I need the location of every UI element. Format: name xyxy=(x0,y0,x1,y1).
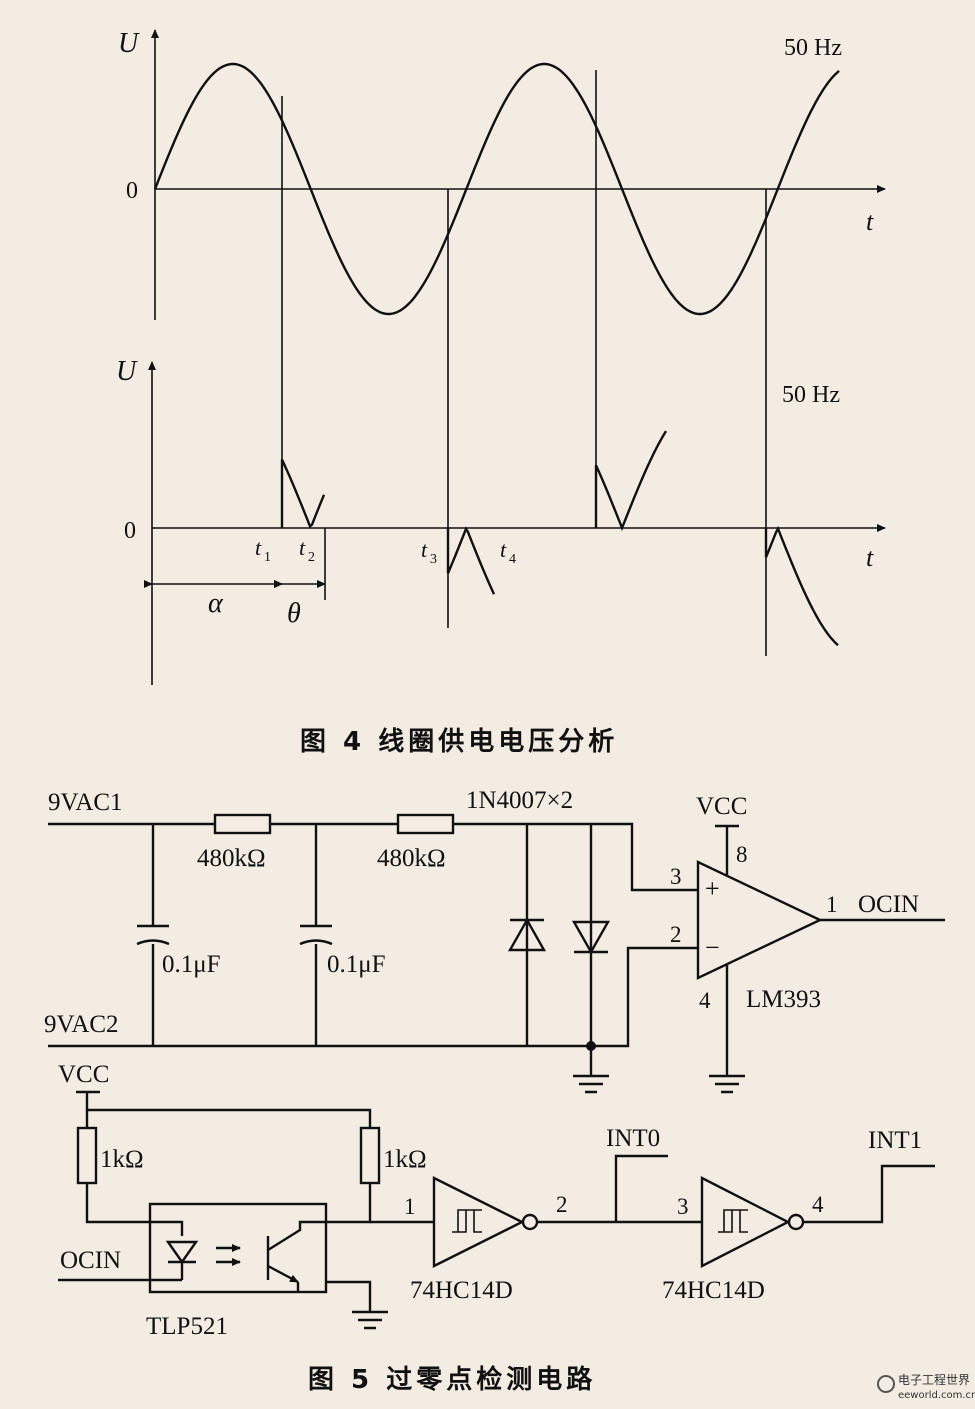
plus-sign: + xyxy=(705,874,720,903)
vac1-rail xyxy=(48,822,698,892)
capacitor-c2 xyxy=(299,824,333,1046)
resistor-r3 xyxy=(76,1126,98,1185)
pin3-label: 3 xyxy=(670,864,682,889)
t4-subscript: 4 xyxy=(509,552,516,567)
int1-label: INT1 xyxy=(868,1127,922,1154)
hysteresis-icon-1 xyxy=(452,1209,482,1233)
upper-x-axis-label: t xyxy=(866,207,874,236)
minus-sign: − xyxy=(705,933,720,962)
r2-label: 480kΩ xyxy=(377,845,446,872)
vcc-bottom-rail xyxy=(76,1090,372,1128)
gate1-input-pin: 1 xyxy=(404,1194,416,1219)
diodes-label: 1N4007×2 xyxy=(466,787,573,814)
pin2-label: 2 xyxy=(670,922,682,947)
inverter-bubble-1 xyxy=(521,1213,539,1231)
r4-label: 1kΩ xyxy=(383,1146,427,1173)
pin8-label: 8 xyxy=(736,842,748,867)
int1-wire xyxy=(803,1164,935,1224)
capacitor-c1 xyxy=(136,824,170,1046)
hysteresis-icon-2 xyxy=(718,1209,748,1233)
inverter-bubble-2 xyxy=(787,1213,805,1231)
sine-wave xyxy=(153,62,840,316)
lm393-label: LM393 xyxy=(746,986,821,1013)
gate2-output-pin: 4 xyxy=(812,1192,824,1217)
fig4-lower-graph: U t 0 50 Hz t 1 t 2 t 3 t 4 α θ xyxy=(116,356,886,685)
t2-label: t xyxy=(299,535,306,560)
theta-label: θ xyxy=(287,598,301,629)
ocin-output-label: OCIN xyxy=(858,891,919,918)
vcc-top-label: VCC xyxy=(696,793,747,820)
led-anode-wire xyxy=(85,1183,184,1236)
tlp521-optocoupler xyxy=(148,1202,328,1294)
lower-frequency-label: 50 Hz xyxy=(782,382,840,408)
fig4-upper-graph: U t 0 50 Hz xyxy=(118,28,886,656)
t1-subscript: 1 xyxy=(264,550,271,565)
schmitt-inverter-2 xyxy=(700,1176,791,1268)
lower-zero-label: 0 xyxy=(124,518,136,544)
resistor-r4 xyxy=(359,1126,381,1185)
c2-label: 0.1μF xyxy=(327,951,386,978)
gate2-input-pin: 3 xyxy=(677,1194,689,1219)
vac1-label: 9VAC1 xyxy=(48,789,123,816)
lower-x-axis-label: t xyxy=(866,543,874,572)
ground-symbol-1 xyxy=(573,1046,609,1094)
phototransistor xyxy=(266,1183,372,1292)
upper-zero-label: 0 xyxy=(126,178,138,204)
watermark-logo: 电子工程世界 eeworld.com.cn xyxy=(877,1372,975,1401)
r3-label: 1kΩ xyxy=(100,1146,144,1173)
figure4-caption: 图 4 线圈供电电压分析 xyxy=(300,727,618,757)
opto-led xyxy=(165,1240,199,1280)
tlp521-label: TLP521 xyxy=(146,1313,228,1340)
t3-subscript: 3 xyxy=(430,552,437,567)
pin4-label: 4 xyxy=(699,988,711,1013)
gate2-name: 74HC14D xyxy=(662,1277,765,1304)
ground-symbol-3 xyxy=(352,1310,388,1330)
c1-label: 0.1μF xyxy=(162,951,221,978)
watermark-icon xyxy=(877,1375,895,1393)
t2-subscript: 2 xyxy=(308,550,315,565)
gate1-output-pin: 2 xyxy=(556,1192,568,1217)
lm393-comparator xyxy=(696,860,823,980)
resistor-r1 xyxy=(213,813,272,835)
figure5-caption: 图 5 过零点检测电路 xyxy=(308,1364,596,1395)
output-pin-label: 1 xyxy=(826,892,838,917)
ground-symbol-2 xyxy=(709,1074,745,1094)
int0-tap xyxy=(614,1154,668,1222)
lower-y-axis-label: U xyxy=(116,356,138,387)
upper-frequency-label: 50 Hz xyxy=(784,35,842,61)
schmitt-inverter-1 xyxy=(432,1176,525,1268)
t1-label: t xyxy=(255,535,262,560)
vac2-label: 9VAC2 xyxy=(44,1011,119,1038)
t3-label: t xyxy=(421,537,428,562)
alpha-label: α xyxy=(208,588,224,619)
ocin-input-label: OCIN xyxy=(60,1247,121,1274)
vac2-rail xyxy=(48,946,698,1048)
emitter-ground-wire xyxy=(326,1280,372,1312)
upper-y-axis-label: U xyxy=(118,28,140,59)
fig5-comparator-circuit: 480kΩ 480kΩ 0.1μF 0.1μF 1N4007×2 xyxy=(44,787,945,1094)
diode-d1 xyxy=(507,824,547,1046)
watermark-line2: eeworld.com.cn xyxy=(898,1390,975,1401)
resistor-r2 xyxy=(396,813,455,835)
r1-label: 480kΩ xyxy=(197,845,266,872)
vcc-bottom-label: VCC xyxy=(58,1061,109,1088)
int0-label: INT0 xyxy=(606,1125,660,1152)
t4-label: t xyxy=(500,537,507,562)
fig5-optocoupler-circuit: VCC 1kΩ 1kΩ OCIN TLP521 xyxy=(58,1061,935,1340)
light-arrows-icon xyxy=(216,1244,241,1266)
watermark-line1: 电子工程世界 xyxy=(898,1372,970,1387)
diode-d2 xyxy=(571,824,611,1046)
gate1-name: 74HC14D xyxy=(410,1277,513,1304)
chopped-voltage-wave xyxy=(280,430,839,647)
